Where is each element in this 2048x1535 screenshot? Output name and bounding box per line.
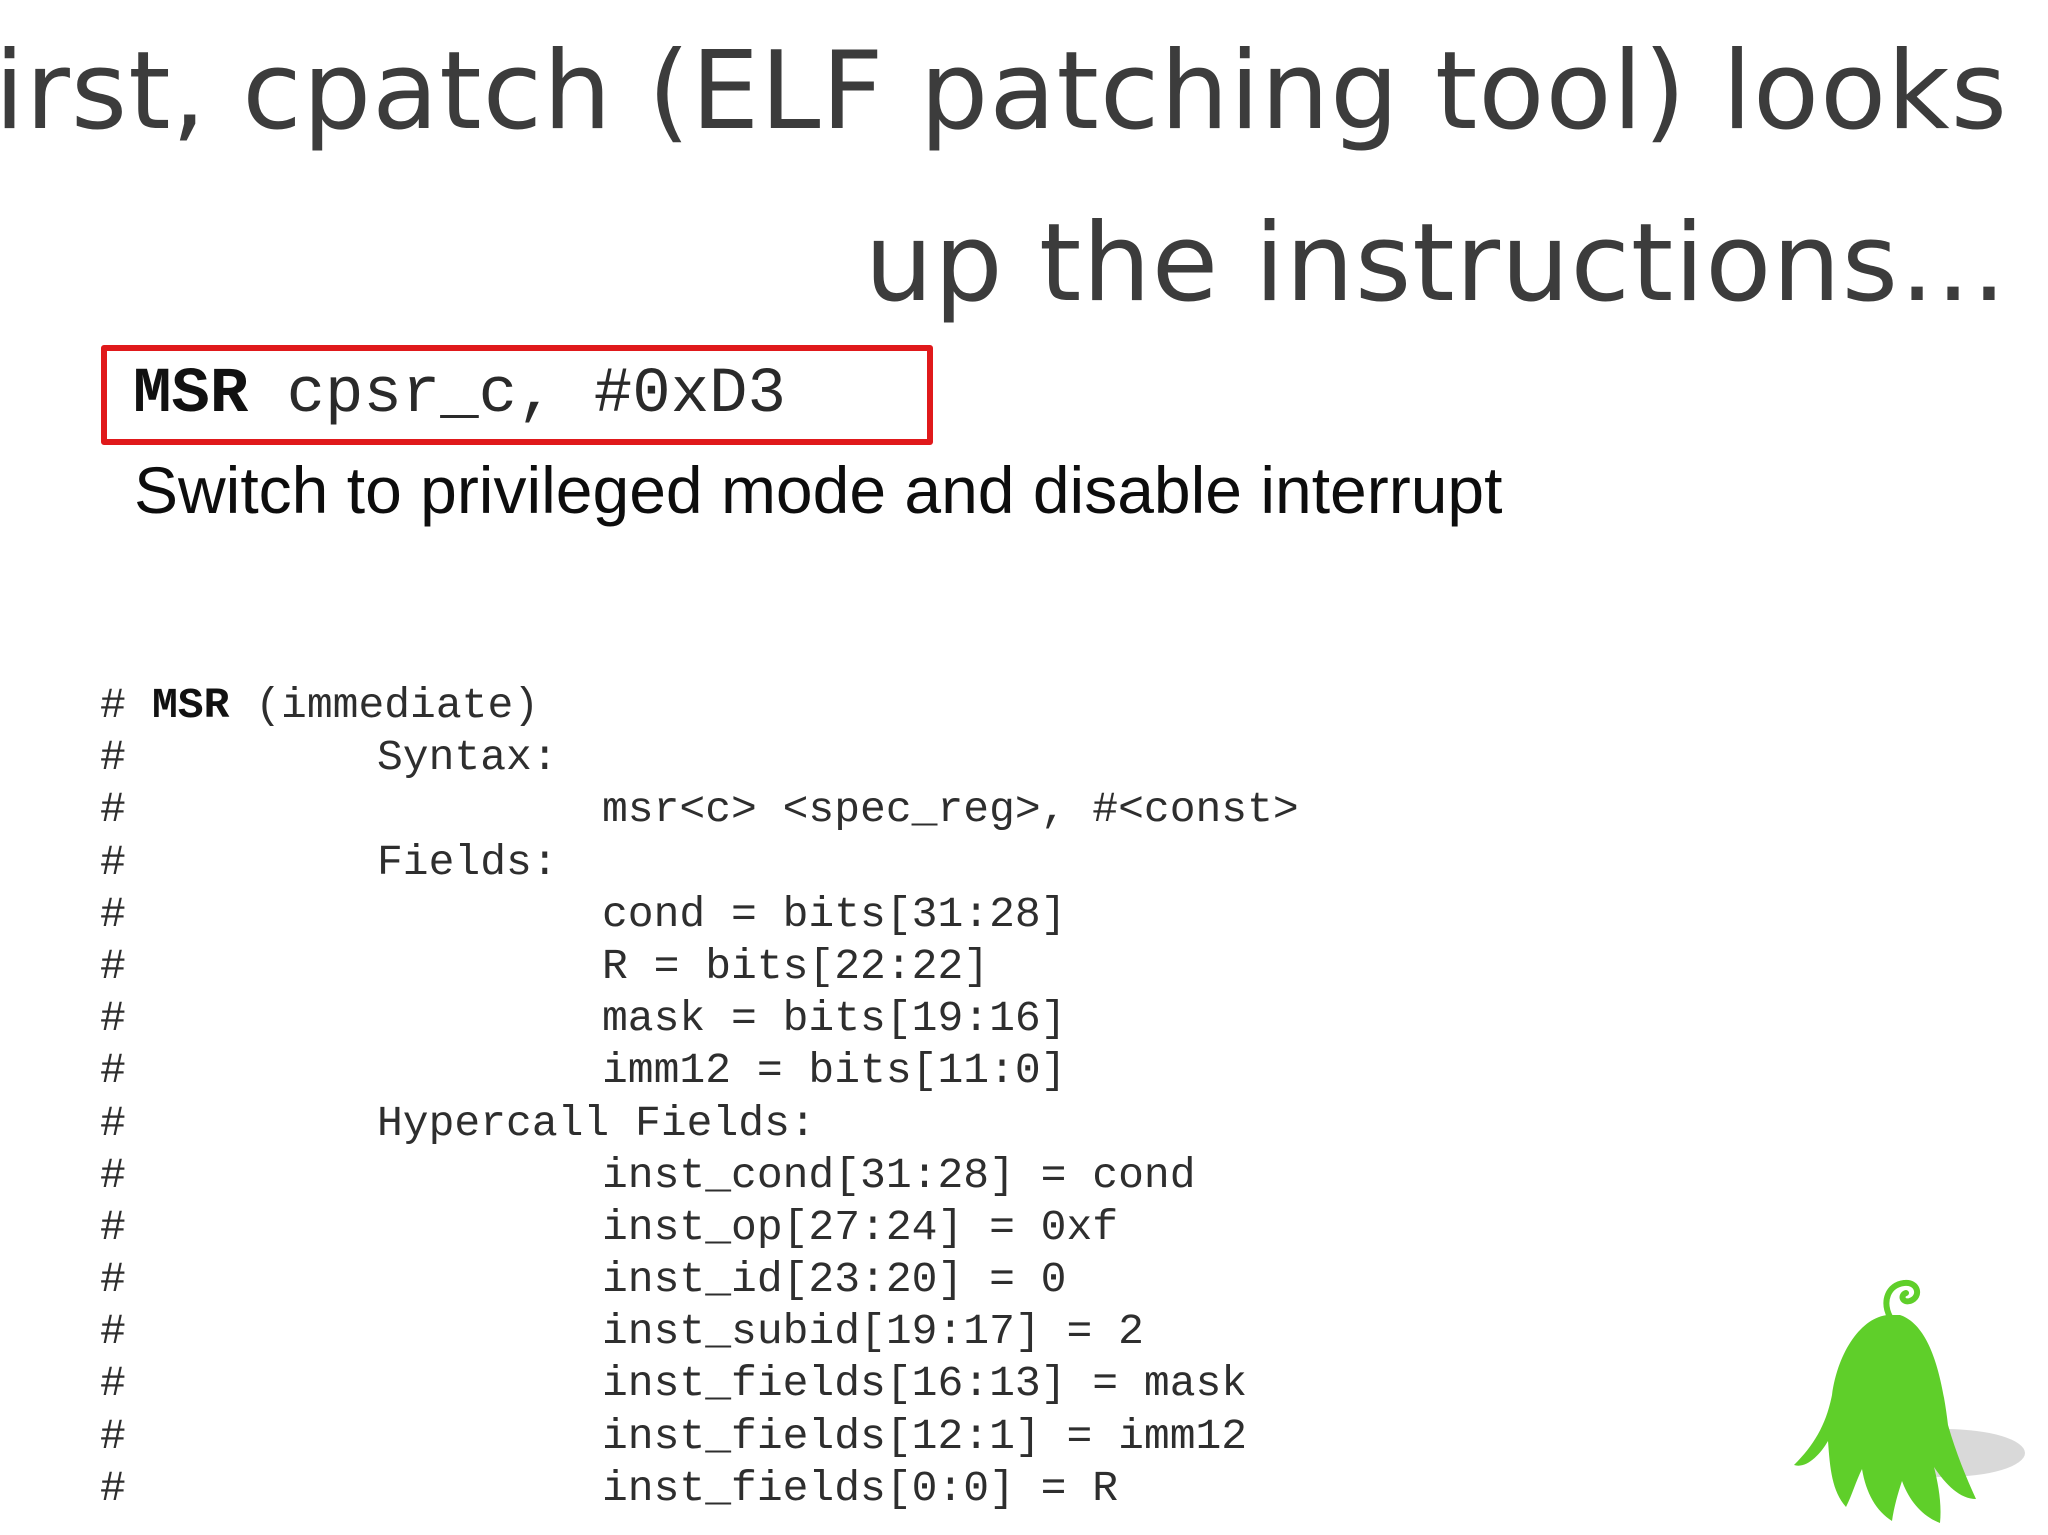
comment-hash: # — [100, 1359, 126, 1409]
code-header-mnemonic: MSR — [152, 681, 230, 730]
code-line: # imm12 = bits[11:0] — [100, 1045, 1299, 1097]
code-lines: # Syntax: # msr<c> <spec_reg>, #<const> # Fie… — [100, 732, 1299, 1515]
code-line-text: inst_fields[12:1] = imm12 — [602, 1411, 1248, 1461]
code-line: # Hypercall Fields: — [100, 1098, 1299, 1150]
code-line: # msr<c> <spec_reg>, #<const> — [100, 784, 1299, 836]
slide-title-line-2: up the instructions… — [864, 201, 2008, 326]
comment-hash: # — [100, 1463, 126, 1513]
green-ghost-mascot-icon — [1794, 1279, 2025, 1523]
code-line-text: Syntax: — [377, 733, 558, 783]
comment-hash: # — [100, 733, 126, 783]
code-line-text: inst_op[27:24] = 0xf — [602, 1202, 1119, 1252]
comment-hash: # — [100, 941, 126, 991]
code-line-text: Fields: — [377, 837, 558, 887]
code-line: # inst_subid[19:17] = 2 — [100, 1306, 1299, 1358]
code-line-text: inst_cond[31:28] = cond — [602, 1150, 1196, 1200]
code-line-text: msr<c> <spec_reg>, #<const> — [602, 785, 1299, 835]
comment-hash: # — [100, 889, 126, 939]
comment-hash: # — [100, 1098, 126, 1148]
code-line: # inst_op[27:24] = 0xf — [100, 1202, 1299, 1254]
code-line: # mask = bits[19:16] — [100, 993, 1299, 1045]
code-line-text: imm12 = bits[11:0] — [602, 1046, 1067, 1096]
code-line-text: mask = bits[19:16] — [602, 994, 1067, 1044]
code-line: # cond = bits[31:28] — [100, 889, 1299, 941]
code-line: # inst_fields[16:13] = mask — [100, 1358, 1299, 1410]
code-line: # R = bits[22:22] — [100, 941, 1299, 993]
code-line: # inst_fields[12:1] = imm12 — [100, 1411, 1299, 1463]
comment-hash: # — [100, 1202, 126, 1252]
code-line: # inst_fields[0:0] = R — [100, 1463, 1299, 1515]
comment-hash: # — [100, 1307, 126, 1357]
code-line: # Fields: — [100, 837, 1299, 889]
instruction-spec-code-block: # MSR (immediate) # Syntax: # msr<c> <spec_r… — [100, 680, 1299, 1515]
code-line-text: R = bits[22:22] — [602, 941, 990, 991]
comment-hash: # — [100, 994, 126, 1044]
code-line: # inst_cond[31:28] = cond — [100, 1150, 1299, 1202]
code-line-text: cond = bits[31:28] — [602, 889, 1067, 939]
code-line-text: inst_fields[16:13] = mask — [602, 1359, 1248, 1409]
code-line: # inst_id[23:20] = 0 — [100, 1254, 1299, 1306]
comment-hash: # — [100, 1046, 126, 1096]
comment-hash: # — [100, 785, 126, 835]
mascot-antenna — [1883, 1279, 1921, 1320]
instruction-operands: cpsr_c, #0xD3 — [248, 359, 786, 431]
mascot-body — [1794, 1315, 1976, 1523]
code-line-text: inst_fields[0:0] = R — [602, 1463, 1119, 1513]
instruction-description: Switch to privileged mode and disable in… — [134, 453, 1503, 527]
code-line-text: inst_id[23:20] = 0 — [602, 1255, 1067, 1305]
comment-hash: # — [100, 681, 126, 730]
code-line-text: inst_subid[19:17] = 2 — [602, 1307, 1144, 1357]
code-line-text: Hypercall Fields: — [377, 1098, 816, 1148]
comment-hash: # — [100, 1411, 126, 1461]
code-line: # Syntax: — [100, 732, 1299, 784]
comment-hash: # — [100, 837, 126, 887]
instruction-mnemonic: MSR — [133, 359, 249, 431]
code-header-line: # MSR (immediate) — [100, 680, 1299, 732]
code-header-text: (immediate) — [229, 681, 540, 730]
comment-hash: # — [100, 1255, 126, 1305]
highlighted-instruction-box: MSR cpsr_c, #0xD3 — [101, 345, 933, 445]
slide-title-line-1: First, cpatch (ELF patching tool) looks — [0, 29, 2008, 154]
comment-hash: # — [100, 1150, 126, 1200]
